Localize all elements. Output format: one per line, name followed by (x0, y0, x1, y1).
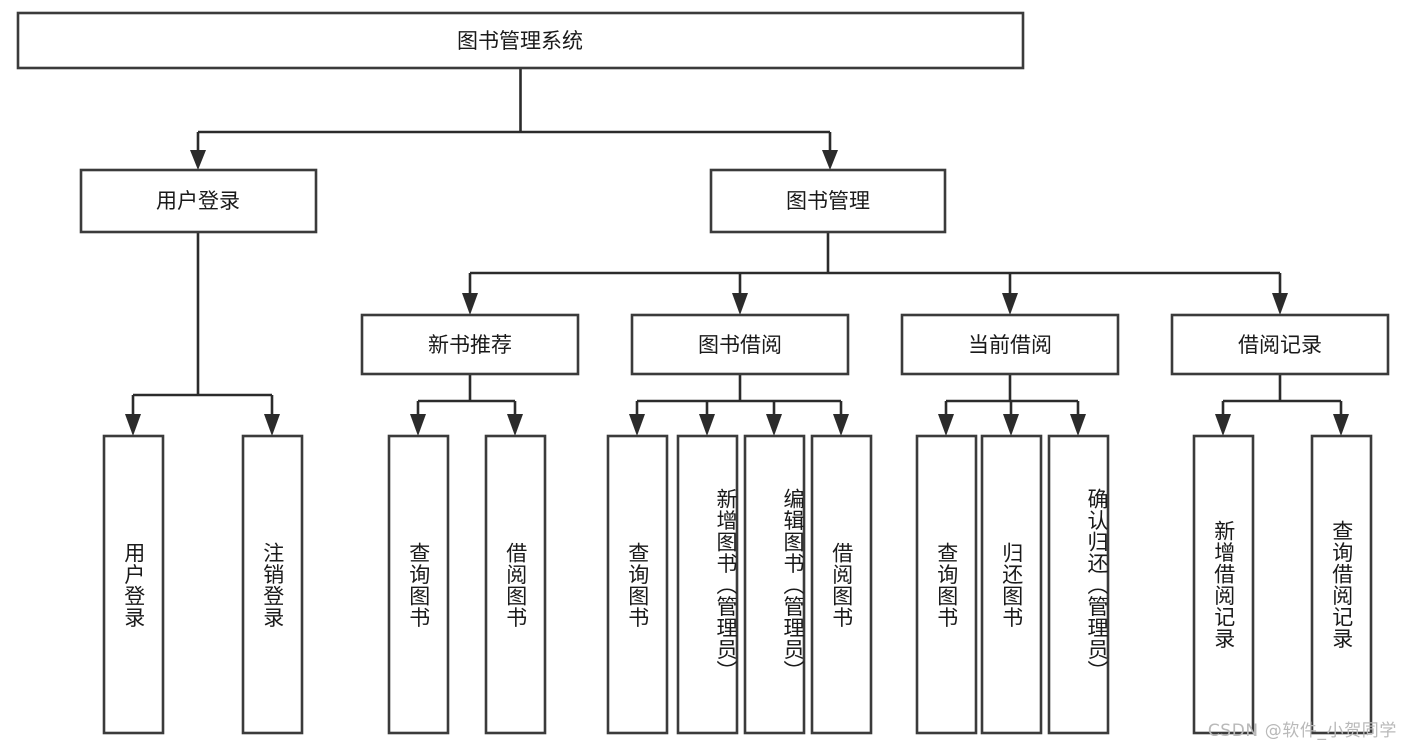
node-book-manage-label: 图书管理 (786, 189, 870, 213)
node-current-borrow-label: 当前借阅 (968, 333, 1052, 357)
leaf-box-logout[interactable] (241, 434, 304, 735)
leaf-box-query-book-current[interactable] (915, 434, 978, 735)
node-user-login-label: 用户登录 (156, 189, 240, 213)
connector-root-to-level2 (190, 68, 838, 170)
node-current-borrow[interactable]: 当前借阅 (900, 313, 1120, 376)
node-borrow-record[interactable]: 借阅记录 (1170, 313, 1390, 376)
leaf-box-borrow-book-recommend[interactable] (484, 434, 547, 735)
watermark-text: CSDN @软件_小贺同学 (1207, 721, 1397, 741)
connector-new-book-to-leaves (410, 374, 523, 436)
leaf-box-edit-book-admin[interactable] (743, 434, 806, 735)
node-user-login[interactable]: 用户登录 (79, 168, 318, 234)
connector-book-manage-to-level3 (462, 232, 1288, 315)
leaf-box-user-login[interactable] (102, 434, 165, 735)
connector-book-borrow-to-leaves (629, 374, 849, 436)
node-root-label: 图书管理系统 (457, 29, 583, 53)
node-book-borrow-label: 图书借阅 (698, 333, 782, 357)
node-root-system[interactable]: 图书管理系统 (16, 11, 1025, 70)
leaf-box-query-book-recommend[interactable] (387, 434, 450, 735)
connector-borrow-record-to-leaves (1215, 374, 1349, 436)
node-book-borrow[interactable]: 图书借阅 (630, 313, 850, 376)
leaf-box-query-book-borrow[interactable] (606, 434, 669, 735)
leaf-box-add-borrow-record[interactable] (1192, 434, 1255, 735)
node-new-book-recommend[interactable]: 新书推荐 (360, 313, 580, 376)
connector-current-borrow-to-leaves (938, 374, 1086, 436)
leaf-box-return-book[interactable] (980, 434, 1043, 735)
leaf-box-borrow-book[interactable] (810, 434, 873, 735)
node-book-manage[interactable]: 图书管理 (709, 168, 947, 234)
node-borrow-record-label: 借阅记录 (1238, 333, 1322, 357)
leaf-box-confirm-return-admin[interactable] (1047, 434, 1110, 735)
connector-user-login-to-leaves (125, 232, 280, 436)
leaf-box-query-borrow-record[interactable] (1310, 434, 1373, 735)
leaf-box-add-book-admin[interactable] (676, 434, 739, 735)
node-new-book-recommend-label: 新书推荐 (428, 333, 512, 357)
